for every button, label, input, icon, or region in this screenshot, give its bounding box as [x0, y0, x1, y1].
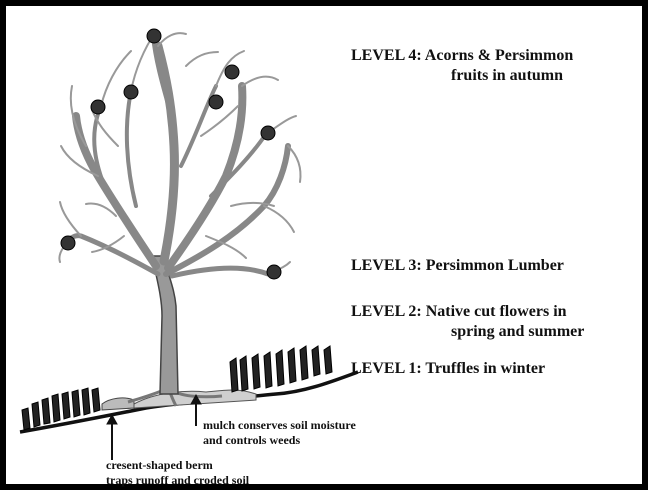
level-2-line2: spring and summer: [451, 323, 585, 340]
level-4-label: LEVEL 4: Acorns & Persimmon fruits in au…: [351, 46, 573, 86]
mulch-note-line2: and controls weeds: [203, 433, 301, 447]
berm-arrow-head: [106, 413, 118, 425]
fruit-5: [90, 99, 106, 115]
level-1-line1: LEVEL 1: Truffles in winter: [351, 360, 546, 377]
mulch-note-line1: mulch conserves soil moisture: [203, 418, 356, 432]
fruit-7: [60, 235, 76, 251]
berm: [101, 397, 135, 411]
grass-left: [21, 387, 101, 431]
berm-note: cresent-shaped berm traps runoff and cro…: [106, 458, 249, 488]
tree-illustration: [19, 28, 359, 460]
fruit-1: [146, 28, 162, 44]
level-2-line1: LEVEL 2: Native cut flowers in: [351, 303, 567, 320]
fruit-8: [266, 264, 282, 280]
mulch-arrow-head: [190, 393, 202, 405]
level-1-label: LEVEL 1: Truffles in winter: [351, 359, 545, 379]
mulch-note: mulch conserves soil moisture and contro…: [203, 418, 356, 448]
berm-note-line2: traps runoff and croded soil: [106, 473, 250, 487]
fruit-6: [260, 125, 276, 141]
level-4-line1: LEVEL 4: Acorns & Persimmon: [351, 47, 574, 64]
tree-branches: [63, 34, 291, 279]
annotation-arrows: [106, 393, 202, 460]
level-4-line2: fruits in autumn: [451, 67, 564, 84]
grass-right: [229, 345, 333, 393]
level-3-line1: LEVEL 3: Persimmon Lumber: [351, 257, 564, 274]
level-2-label: LEVEL 2: Native cut flowers in spring an…: [351, 302, 584, 342]
fruit-2: [224, 64, 240, 80]
fruit-4: [208, 94, 224, 110]
fruit-3: [123, 84, 139, 100]
level-3-label: LEVEL 3: Persimmon Lumber: [351, 256, 564, 276]
fruits: [60, 28, 282, 280]
berm-note-line1: cresent-shaped berm: [106, 458, 213, 472]
